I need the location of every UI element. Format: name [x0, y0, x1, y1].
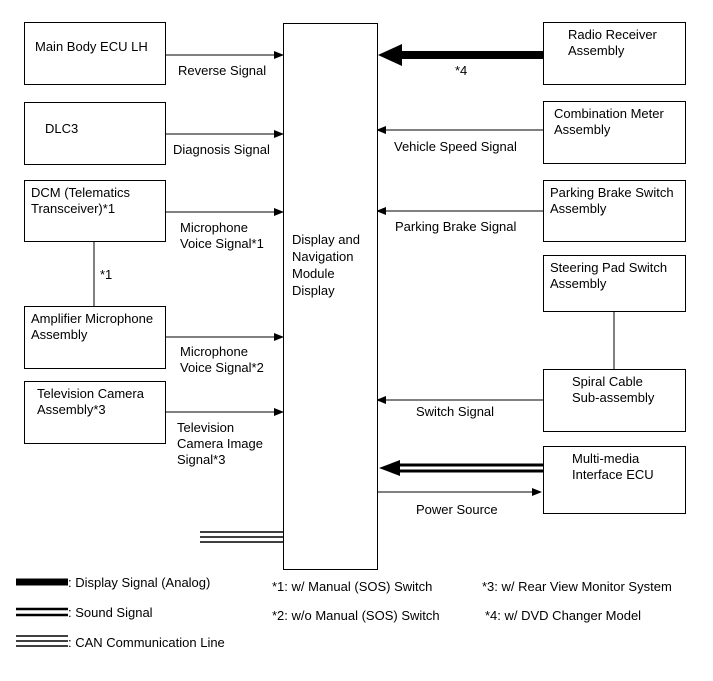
main-body-ecu-box: Main Body ECU LH — [24, 22, 166, 85]
amplifier-microphone-box: Amplifier Microphone Assembly — [24, 306, 166, 369]
radio-signal-note-label: *4 — [455, 63, 468, 78]
legend-can-line-symbol — [16, 635, 68, 647]
display-navigation-module — [283, 23, 378, 570]
steering-pad-switch-box: Steering Pad Switch Assembly — [543, 255, 686, 312]
legend-can-line-label: : CAN Communication Line — [68, 635, 225, 650]
radio-display-signal-arrowhead — [378, 44, 402, 66]
television-camera-image-signal-label: Television Camera Image Signal*3 — [177, 420, 263, 467]
sound-signal-arrowhead — [379, 460, 400, 476]
parking-brake-switch-box: Parking Brake Switch Assembly — [543, 180, 686, 242]
legend-sound-signal-label: : Sound Signal — [68, 605, 153, 620]
radio-receiver-box: Radio Receiver Assembly — [543, 22, 686, 85]
footnote-4: *4: w/ DVD Changer Model — [485, 608, 642, 623]
display-navigation-module-label: Display and Navigation Module Display — [292, 232, 360, 298]
footnote-2: *2: w/o Manual (SOS) Switch — [272, 608, 440, 623]
legend-sound-signal-symbol — [16, 607, 68, 617]
spiral-cable-box: Spiral Cable Sub-assembly — [543, 369, 686, 432]
microphone-voice-signal-2-label: Microphone Voice Signal*2 — [180, 344, 264, 375]
dlc3-box: DLC3 — [24, 102, 166, 165]
can-line-stub — [200, 531, 283, 543]
microphone-voice-signal-1-label: Microphone Voice Signal*1 — [180, 220, 264, 251]
combination-meter-box: Combination Meter Assembly — [543, 101, 686, 164]
power-source-label: Power Source — [416, 502, 498, 517]
diagnosis-signal-label: Diagnosis Signal — [173, 142, 270, 157]
parking-brake-signal-label: Parking Brake Signal — [395, 219, 517, 234]
footnote-3: *3: w/ Rear View Monitor System — [482, 579, 672, 594]
dcm-amplifier-note-label: *1 — [100, 267, 113, 282]
reverse-signal-label: Reverse Signal — [178, 63, 267, 78]
switch-signal-label: Switch Signal — [416, 404, 495, 419]
dcm-box: DCM (Telematics Transceiver)*1 — [24, 180, 166, 242]
footnote-1: *1: w/ Manual (SOS) Switch — [272, 579, 433, 594]
television-camera-box: Television Camera Assembly*3 — [24, 381, 166, 444]
multimedia-interface-ecu-box: Multi-media Interface ECU — [543, 446, 686, 514]
vehicle-speed-signal-label: Vehicle Speed Signal — [394, 139, 517, 154]
legend-display-signal-label: : Display Signal (Analog) — [68, 575, 211, 590]
